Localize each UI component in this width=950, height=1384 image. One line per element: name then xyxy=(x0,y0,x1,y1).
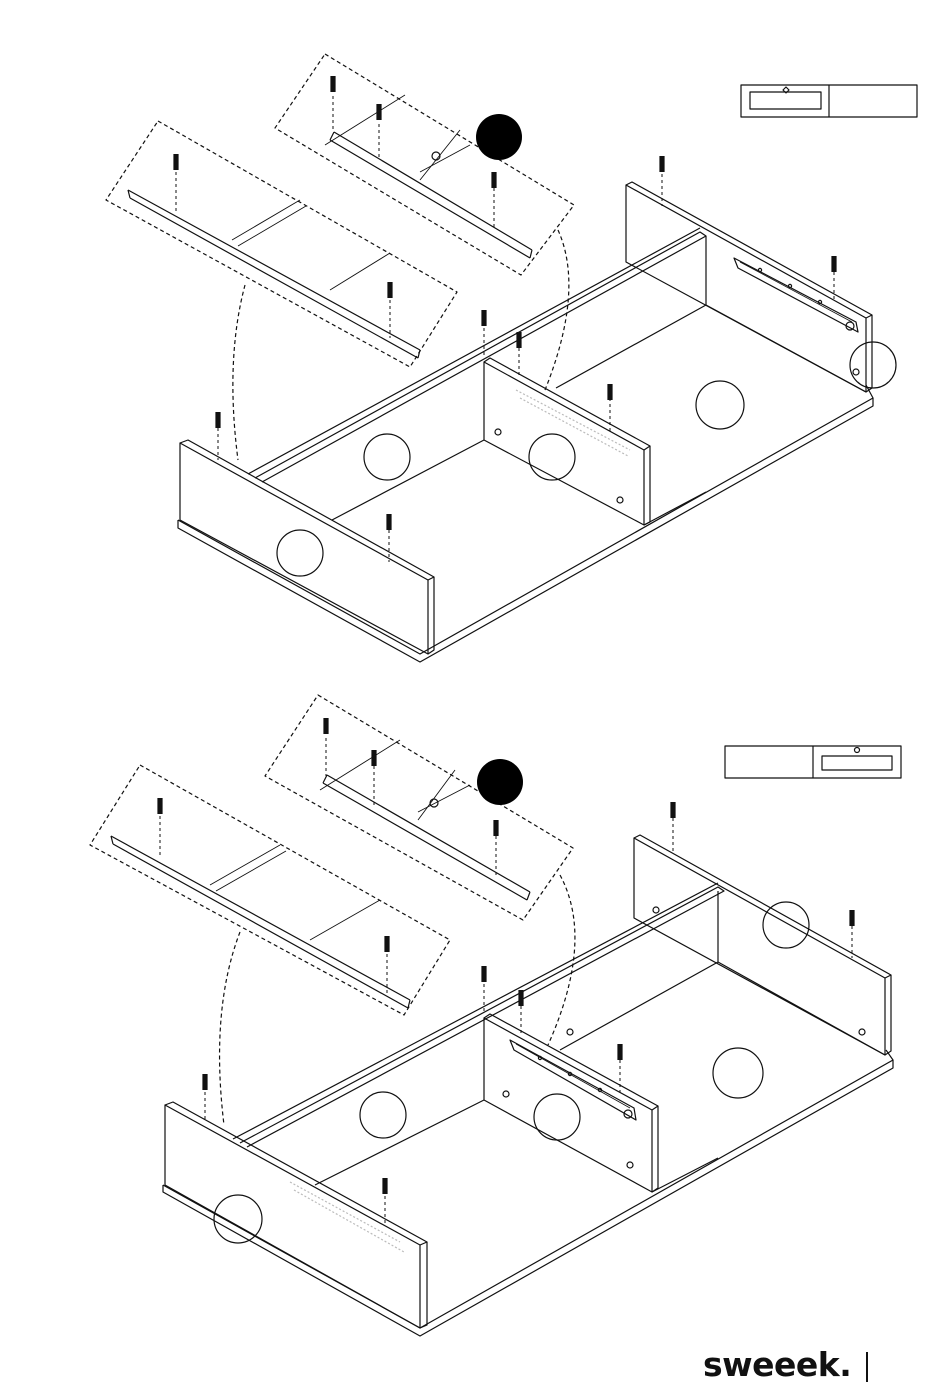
orientation-indicator-upper xyxy=(741,85,917,117)
brand-logo: sweeek. xyxy=(703,1348,851,1381)
carcass-upper xyxy=(178,182,873,662)
step-badges xyxy=(476,114,523,805)
dowels-lower xyxy=(160,738,852,1226)
drawer-slide-lower-middle xyxy=(510,1040,636,1120)
carcass-lower xyxy=(163,835,893,1336)
part-label-circle xyxy=(529,434,575,480)
step-badge-lower xyxy=(477,759,523,805)
exploded-back-rail-group-lower xyxy=(265,695,575,1045)
brand-divider xyxy=(866,1352,868,1382)
dowels-upper xyxy=(176,96,834,562)
part-label-circle xyxy=(364,434,410,480)
part-label-circle xyxy=(277,530,323,576)
exploded-front-rail-group-upper xyxy=(106,121,457,460)
drawer-slide-upper-right xyxy=(734,258,858,332)
part-label-circles-lower xyxy=(214,902,809,1243)
orientation-indicator-lower xyxy=(725,746,901,778)
part-label-circle xyxy=(696,381,744,429)
exploded-front-rail-group-lower xyxy=(90,765,450,1125)
part-label-circle xyxy=(534,1094,580,1140)
step-badge-upper xyxy=(476,114,522,160)
exploded-back-rail-group-upper xyxy=(275,54,574,390)
part-label-circle xyxy=(850,342,896,388)
part-label-circle xyxy=(713,1048,763,1098)
part-label-circle xyxy=(360,1092,406,1138)
part-label-circle xyxy=(214,1195,262,1243)
